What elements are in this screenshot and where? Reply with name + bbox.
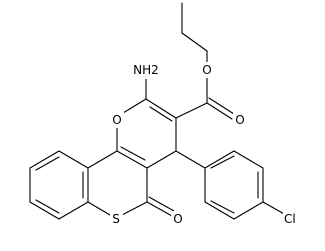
- bond-c10a-c10b: [87, 150, 118, 169]
- label-bg-pyran-o: [110, 112, 124, 128]
- bond-ethyl-ch2: [181, 32, 208, 52]
- bond-layer: [29, 2, 287, 220]
- bond-c2-c3-double-a: [145, 98, 177, 119]
- bond-benzo-5: [29, 150, 60, 169]
- bond-aryl-4: [233, 201, 264, 220]
- label-bg-ring-s: [110, 211, 123, 227]
- atom-ester-carbonyl-o-label: O: [235, 113, 244, 127]
- bond-c5-o-double-b: [148, 196, 175, 212]
- label-bg-ketone-o: [171, 211, 185, 227]
- bond-aryl-1-inner: [210, 155, 235, 169]
- bond-c2-c3-double-b: [149, 106, 173, 122]
- label-bg-ester-carbonyl-o: [233, 112, 247, 128]
- bond-c5-s: [121, 201, 148, 216]
- bond-c4-aryl: [175, 150, 206, 169]
- bond-aryl-1: [204, 150, 235, 169]
- bond-c3-ester-c: [175, 102, 208, 119]
- bond-benzo-6: [58, 150, 89, 169]
- label-bg-amino: [134, 62, 162, 79]
- atom-amino-label: NH2: [133, 63, 159, 77]
- bond-s-c6a: [87, 201, 111, 216]
- bond-benzo-5-inner: [35, 156, 60, 171]
- atom-chloro-label: Cl: [284, 212, 296, 226]
- bond-ester-carbonyl-double-b: [208, 97, 235, 115]
- atom-ketone-o-label: O: [173, 212, 182, 226]
- bond-aryl-cl: [262, 201, 287, 216]
- atom-ring-s-label: S: [112, 212, 120, 226]
- bond-c4-c4a: [146, 150, 177, 169]
- atom-pyran-o-label: O: [112, 113, 121, 127]
- label-bg-ester-ether-o: [200, 62, 214, 78]
- atom-ester-ether-o-label: O: [202, 63, 211, 77]
- bond-ester-carbonyl-double-a: [206, 102, 233, 120]
- bond-benzo-3: [29, 201, 60, 220]
- atom-label-layer: NH2 O O O O S Cl: [110, 62, 299, 227]
- bond-benzo-3-inner: [35, 199, 60, 214]
- label-bg-chloro: [283, 211, 299, 227]
- bond-aryl-5-inner: [210, 200, 235, 214]
- bond-aryl-5: [204, 201, 235, 220]
- bond-aryl-2: [233, 150, 264, 169]
- bond-o-c2: [122, 98, 147, 114]
- bond-c5-o-double-a: [146, 201, 173, 217]
- bond-benzo-2: [58, 201, 89, 220]
- bond-c4a-c10b-double-a: [116, 150, 148, 169]
- bond-c4a-c10b-double-b: [120, 146, 146, 161]
